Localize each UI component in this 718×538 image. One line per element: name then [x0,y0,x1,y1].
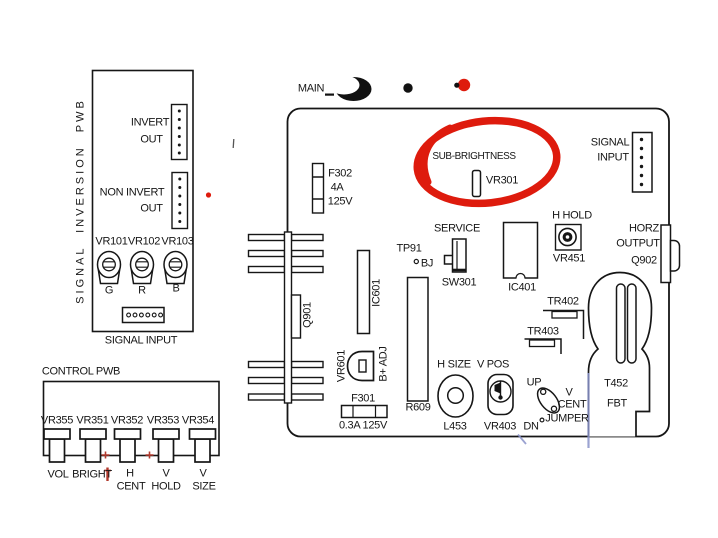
q901-transistor [290,294,302,339]
inversion-pwb-title: SIGNAL INVERSION PWB [74,98,87,304]
r609-label: R609 [405,401,431,414]
non-invert-out-connector [171,171,189,230]
sw301-label: SW301 [441,276,477,289]
vr355-label: VR355 [40,414,74,427]
control-pwb-title: CONTROL PWB [41,365,121,378]
f301-fuse [340,404,388,419]
v-size-label-line2: SIZE [192,480,216,493]
vr301-label: VR301 [485,174,519,187]
h-cent-label-line1: H [126,467,134,480]
red-dot-small [205,192,212,198]
invert-out-label-line1: INVERT [130,116,170,129]
vr354-label: VR354 [181,414,215,427]
channel-b-label: B [172,282,180,295]
output-label: OUTPUT [616,237,660,250]
vr103-label: VR103 [161,235,194,248]
vr601-b-plus-adj-pot [346,350,375,382]
vr601-label: VR601 [335,349,348,383]
jumper-v-label: V [565,386,573,399]
vr353-label: VR353 [146,414,180,427]
jumper-up-label: UP [526,376,542,389]
l453-label: L453 [443,420,467,433]
vr451-h-hold-pot [554,223,582,251]
h-hold-label: H HOLD [552,209,592,222]
bj-label: BJ [420,257,434,270]
tp91-label: TP91 [396,242,422,255]
blue-pen-marks [517,373,590,448]
scan-mark [232,138,235,149]
vr102-label: VR102 [127,235,161,248]
control-pots [43,428,217,463]
vr352-label: VR352 [110,414,144,427]
main-signal-input-connector [631,131,653,193]
tr403-label: TR403 [527,325,559,338]
red-dot-marker [454,78,471,92]
tr402-part [543,309,585,339]
f302-volts-label: 125V [327,195,353,208]
v-size-label-line1: V [199,467,207,480]
channel-g-label: G [104,284,114,297]
inversion-signal-input-label: SIGNAL INPUT [104,334,178,347]
channel-r-label: R [138,284,146,297]
f301-rating-label: 0.3A 125V [338,419,388,432]
red-pen-marks [101,451,154,481]
service-switch [443,238,467,273]
main-signal-label-line2: INPUT [597,151,629,164]
highlight-circle-annotation [413,116,561,208]
rgb-trimmer-pots [96,250,188,285]
heatsink [247,231,324,404]
vr403-v-pos-pot [487,373,514,416]
f302-label: F302 [328,167,352,180]
ic601-label: IC601 [370,279,383,307]
black-dot [403,83,413,93]
v-hold-label-line2: HOLD [151,480,181,493]
q902-horz-output-transistor [660,224,681,284]
v-hold-label-line1: V [162,467,170,480]
invert-out-connector [170,103,188,161]
t452-flyback-transformer [587,271,653,437]
vr101-label: VR101 [95,235,128,248]
tr403-part [524,338,562,354]
ic401-label: IC401 [508,281,536,294]
tp91-test-point [413,258,419,265]
non-invert-out-label-line1: NON INVERT [99,186,165,199]
sub-brightness-label: SUB-BRIGHTNESS [432,151,516,162]
bright-label: BRIGHT [72,468,112,481]
v-cent-jumper [536,387,561,423]
f302-amps-label: 4A [330,181,344,194]
inversion-signal-input-connector [121,306,165,324]
jumper-label: JUMPER [545,412,589,425]
ic401-chip [502,221,539,280]
vol-label: VOL [47,468,69,481]
service-label: SERVICE [434,222,480,235]
invert-out-label-line2: OUT [140,133,163,146]
q902-label: Q902 [631,254,657,267]
non-invert-out-label-line2: OUT [140,202,163,215]
b-plus-adj-label: B+ ADJ [377,346,390,382]
t452-label: T452 [604,377,628,390]
main-board-label: MAIN [297,82,325,95]
fbt-label: FBT [607,397,627,410]
r609-resistor [406,276,429,402]
f301-label: F301 [351,392,375,405]
f302-fuse [311,162,325,214]
main-signal-label-line1: SIGNAL [590,136,630,149]
h-size-label: H SIZE [437,358,471,371]
q901-label: Q901 [301,302,314,328]
h-cent-label-line2: CENT [116,480,146,493]
v-pos-label: V POS [476,358,510,371]
vr301-sub-brightness-pot [471,169,482,198]
horz-label: HORZ [629,222,659,235]
vr451-label: VR451 [552,252,586,265]
ic601-chip [356,249,371,335]
l453-h-size-coil [437,374,474,418]
jumper-dn-label: DN [523,420,539,433]
vr351-label: VR351 [76,414,109,427]
tr402-label: TR402 [547,295,579,308]
jumper-cent-label: CENT [557,398,587,411]
vr403-label: VR403 [483,420,517,433]
main-label-dash [325,93,334,96]
main-board-pointer-blob [325,75,372,101]
